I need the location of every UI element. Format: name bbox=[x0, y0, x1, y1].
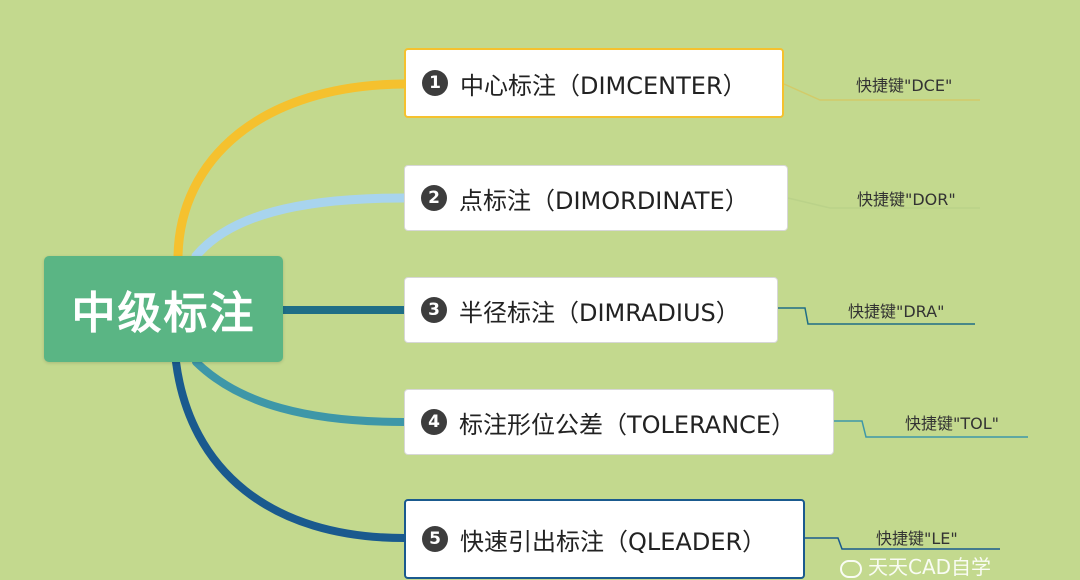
branch-line-2 bbox=[191, 193, 409, 261]
topic-label: 点标注（DIMORDINATE） bbox=[459, 186, 749, 215]
shortcut-label-tol: 快捷键"TOL" bbox=[905, 414, 1000, 433]
watermark: 天天CAD自学 bbox=[840, 551, 991, 580]
topic-node-dimcenter[interactable]: 1 中心标注（DIMCENTER） bbox=[404, 48, 784, 118]
root-topic-label: 中级标注 bbox=[71, 288, 256, 339]
topic-node-tolerance[interactable]: 4 标注形位公差（TOLERANCE） bbox=[404, 389, 834, 455]
number-badge-3: 3 bbox=[421, 297, 447, 323]
topic-label: 中心标注（DIMCENTER） bbox=[460, 71, 747, 100]
number-badge-1: 1 bbox=[422, 70, 448, 96]
shortcut-line-1 bbox=[783, 83, 980, 101]
shortcut-label-dra: 快捷键"DRA" bbox=[848, 302, 945, 321]
topic-node-qleader[interactable]: 5 快速引出标注（QLEADER） bbox=[404, 499, 805, 579]
branch-line-4 bbox=[192, 358, 408, 426]
number-badge-4: 4 bbox=[421, 409, 447, 435]
shortcut-label-dce: 快捷键"DCE" bbox=[856, 76, 953, 95]
shortcut-line-4 bbox=[834, 420, 1028, 438]
wechat-icon bbox=[840, 559, 862, 578]
branch-line-5 bbox=[172, 358, 408, 542]
number-badge-2: 2 bbox=[421, 185, 447, 211]
shortcut-line-3 bbox=[778, 307, 975, 325]
topic-node-dimordinate[interactable]: 2 点标注（DIMORDINATE） bbox=[404, 165, 788, 231]
branch-connectors bbox=[172, 79, 1028, 550]
mind-map: 中级标注 1 中心标注（DIMCENTER） 2 点标注（DIMORDINATE… bbox=[44, 48, 1028, 579]
branch-line-1 bbox=[173, 79, 409, 261]
shortcut-label-dor: 快捷键"DOR" bbox=[857, 190, 956, 209]
root-topic[interactable]: 中级标注 bbox=[44, 256, 283, 362]
watermark-text: 天天CAD自学 bbox=[868, 555, 992, 579]
number-badge-5: 5 bbox=[422, 526, 448, 552]
topic-label: 半径标注（DIMRADIUS） bbox=[459, 298, 740, 327]
shortcut-label-le: 快捷键"LE" bbox=[876, 529, 958, 548]
topic-label: 标注形位公差（TOLERANCE） bbox=[459, 410, 796, 439]
topic-node-dimradius[interactable]: 3 半径标注（DIMRADIUS） bbox=[404, 277, 778, 343]
shortcut-line-2 bbox=[787, 197, 980, 209]
topic-label: 快速引出标注（QLEADER） bbox=[460, 527, 767, 556]
shortcut-line-5 bbox=[805, 537, 1000, 550]
